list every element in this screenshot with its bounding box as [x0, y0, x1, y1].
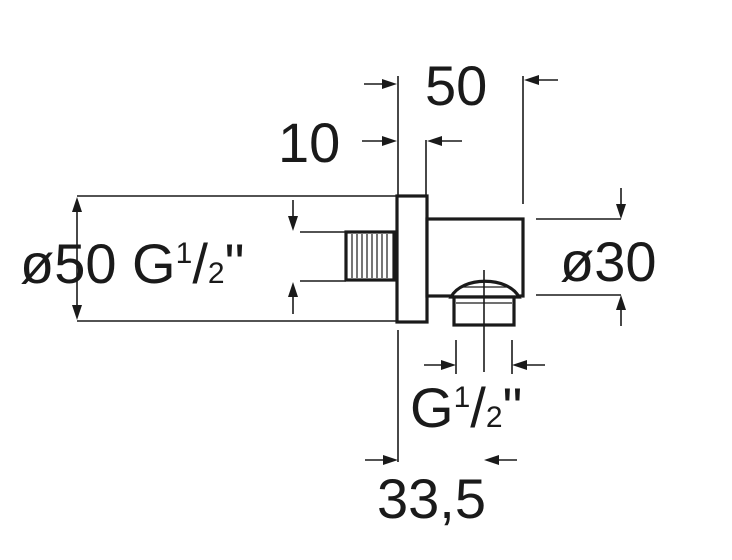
outlet-thread-rest: / [470, 376, 486, 439]
dim-top-width: 50 [425, 54, 487, 117]
left-thread-quote: " [225, 232, 245, 295]
inlet-thread-lines [351, 234, 388, 278]
arrow-d30-bottom [616, 295, 626, 310]
outlet-thread-den: 2 [486, 401, 503, 434]
left-thread-den: 2 [208, 257, 225, 290]
arrow-outlet-left [441, 360, 456, 370]
arrow-d50-bottom [72, 305, 82, 320]
arrow-d50-top [72, 197, 82, 212]
arrow-inlet-bottom [288, 282, 298, 297]
outlet-thread-quote: " [503, 376, 523, 439]
arrow-10-left [382, 136, 397, 146]
wall-elbow-part [344, 194, 525, 372]
left-thread-num: 1 [176, 237, 193, 270]
extension-lines [77, 76, 621, 462]
dim-right-diameter: ø30 [560, 230, 657, 293]
outlet-thread-num: 1 [454, 381, 471, 414]
arrow-33-right [484, 455, 499, 465]
arrow-33-left [383, 455, 398, 465]
dimension-arrows [72, 75, 626, 465]
left-diameter-prefix: ø50 G [20, 232, 176, 295]
arrow-d30-top [616, 204, 626, 219]
arrow-inlet-top [288, 216, 298, 231]
inlet-thread-body [344, 230, 396, 282]
outlet-thread-prefix: G [410, 376, 454, 439]
dim-left-diameter: ø50 G1/2" [20, 232, 244, 295]
dim-flange-thickness: 10 [278, 111, 340, 174]
arrow-50-left [382, 79, 397, 89]
left-thread-rest: / [192, 232, 208, 295]
arrow-10-right [427, 136, 442, 146]
outlet-dome [448, 279, 522, 299]
dim-outlet-thread: G1/2" [410, 376, 522, 439]
arrow-outlet-right [512, 360, 527, 370]
flange [395, 194, 429, 324]
arrow-50-right [524, 75, 539, 85]
dim-outlet-offset: 33,5 [377, 467, 486, 530]
